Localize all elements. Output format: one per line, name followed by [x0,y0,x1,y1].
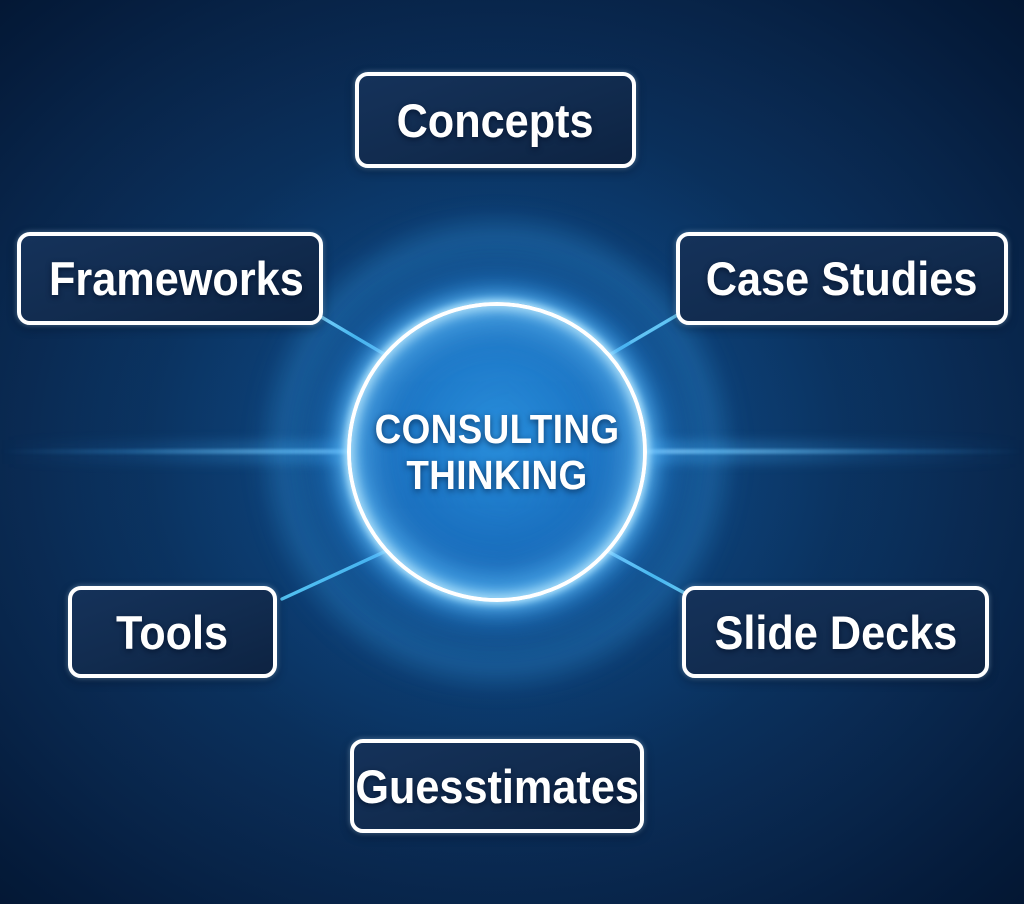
node-slide-decks[interactable]: Slide Decks [682,586,989,678]
node-guesstimates-label: Guesstimates [355,759,639,813]
node-guesstimates[interactable]: Guesstimates [350,739,644,833]
center-hub[interactable]: CONSULTING THINKING [269,224,725,680]
node-concepts[interactable]: Concepts [355,72,636,168]
node-tools[interactable]: Tools [68,586,277,678]
node-tools-label: Tools [116,605,229,659]
node-case-studies-label: Case Studies [706,252,978,305]
node-frameworks-label: Frameworks [49,252,304,305]
hub-ring [347,302,647,602]
node-concepts-label: Concepts [396,93,594,147]
node-frameworks[interactable]: Frameworks [17,232,323,325]
node-slide-decks-label: Slide Decks [714,605,957,659]
hub-label-line-2: THINKING [406,452,588,498]
node-case-studies[interactable]: Case Studies [676,232,1008,325]
hub-label: CONSULTING THINKING [362,302,632,602]
hub-label-line-1: CONSULTING [374,405,620,452]
